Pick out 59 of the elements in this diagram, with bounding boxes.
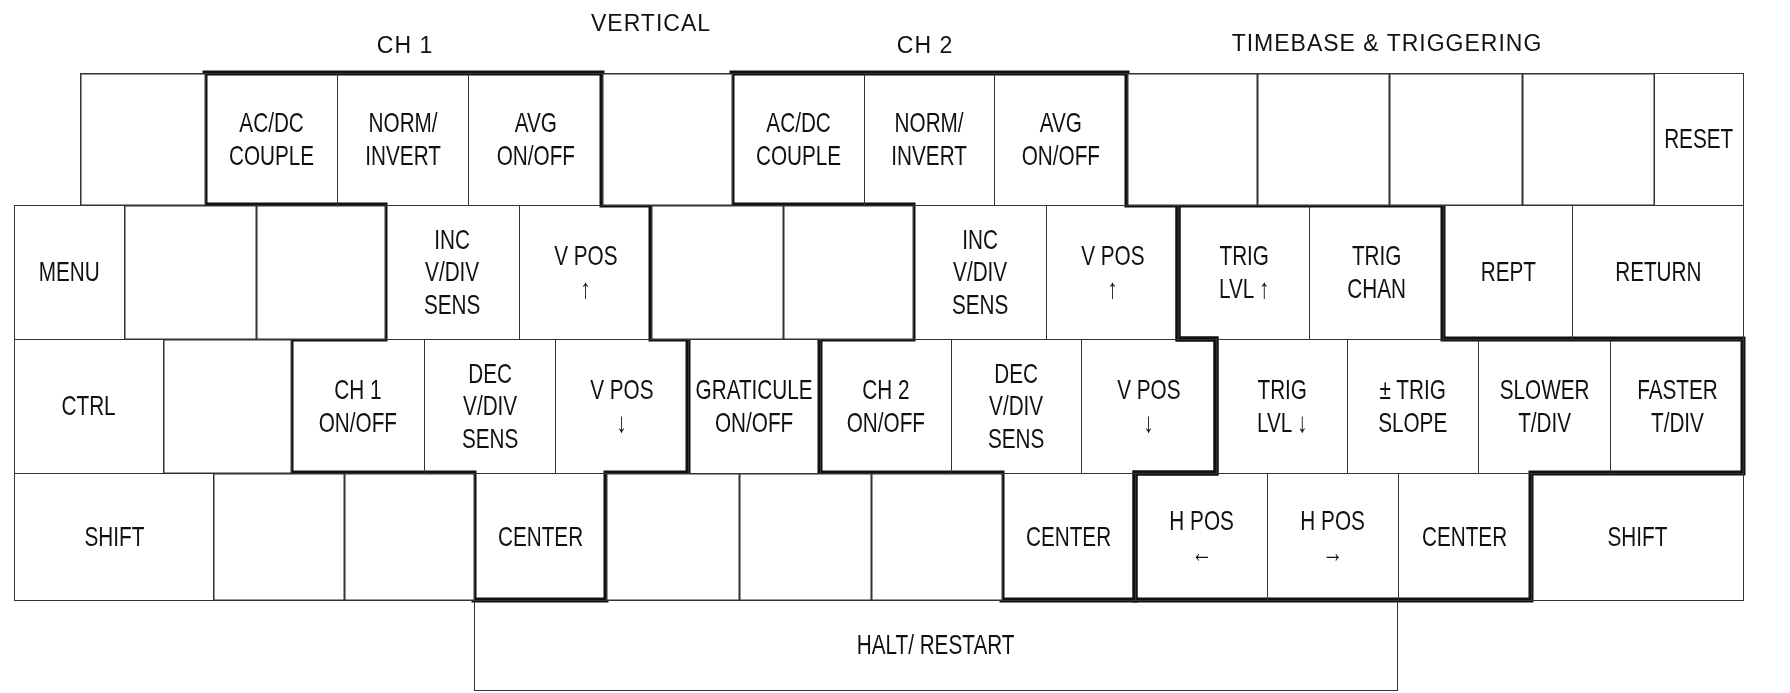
key-label: TRIG LVL ↓ xyxy=(1256,374,1308,439)
key-label: CTRL xyxy=(61,390,117,423)
key-label: FASTER T/DIV xyxy=(1636,374,1718,439)
blank-key xyxy=(213,473,345,601)
key-label: RETURN xyxy=(1614,256,1702,289)
key-label: V POS ↑ xyxy=(553,240,618,305)
blank-key xyxy=(163,339,292,474)
key-label: SLOWER T/DIV xyxy=(1499,374,1590,439)
key-label: DEC V/DIV SENS xyxy=(461,358,519,455)
blank-key xyxy=(651,205,784,340)
key-label: SHIFT xyxy=(84,520,144,554)
key-label: CENTER xyxy=(1026,520,1112,554)
blank-key xyxy=(1127,73,1258,206)
blank-key xyxy=(1522,73,1655,206)
blank-key xyxy=(124,205,257,340)
key-label: AC/DC COUPLE xyxy=(755,107,842,172)
section-heading: TIMEBASE & TRIGGERING xyxy=(1231,30,1543,57)
blank-key xyxy=(80,73,206,206)
blank-key xyxy=(783,205,914,340)
section-heading: CH 2 xyxy=(896,32,954,59)
key-label: NORM/ INVERT xyxy=(365,107,441,172)
key-label: AC/DC COUPLE xyxy=(228,107,315,172)
keyboard-key xyxy=(1654,73,1744,206)
key-label: RESET xyxy=(1664,123,1734,156)
key-label: REPT xyxy=(1480,256,1536,289)
key-label: GRATICULE ON/OFF xyxy=(696,374,814,439)
key-label: H POS → xyxy=(1300,504,1366,570)
key-label: AVG ON/OFF xyxy=(1021,107,1101,172)
blank-key xyxy=(739,473,872,601)
key-label: AVG ON/OFF xyxy=(496,107,575,172)
key-label: HALT/ RESTART xyxy=(857,629,1015,662)
key-label: INC V/DIV SENS xyxy=(951,224,1009,321)
blank-key xyxy=(1389,73,1523,206)
key-label: V POS ↑ xyxy=(1080,240,1145,305)
blank-key xyxy=(602,73,733,206)
key-label: CH 1 ON/OFF xyxy=(318,374,398,439)
key-label: CH 2 ON/OFF xyxy=(846,374,926,439)
blank-key xyxy=(606,473,740,601)
key-label: H POS ← xyxy=(1169,504,1234,570)
key-label: DEC V/DIV SENS xyxy=(988,358,1045,455)
key-label: TRIG LVL ↑ xyxy=(1218,240,1270,305)
key-label: CENTER xyxy=(1422,520,1508,554)
key-label: CENTER xyxy=(497,520,584,554)
section-heading: CH 1 xyxy=(376,32,434,59)
blank-key xyxy=(1257,73,1390,206)
key-label: NORM/ INVERT xyxy=(891,107,968,172)
blank-key xyxy=(344,473,475,601)
section-heading: VERTICAL xyxy=(590,10,712,37)
keyboard-key xyxy=(474,600,1398,691)
blank-key xyxy=(256,205,386,340)
key-label: MENU xyxy=(39,256,100,289)
key-label: SHIFT xyxy=(1607,520,1668,554)
blank-key xyxy=(871,473,1003,601)
key-label: V POS ↓ xyxy=(1117,374,1181,439)
key-label: ± TRIG SLOPE xyxy=(1378,374,1448,439)
keyboard-key xyxy=(1531,473,1744,601)
key-label: TRIG CHAN xyxy=(1347,240,1406,305)
key-label: V POS ↓ xyxy=(590,374,654,439)
key-label: INC V/DIV SENS xyxy=(424,224,481,321)
